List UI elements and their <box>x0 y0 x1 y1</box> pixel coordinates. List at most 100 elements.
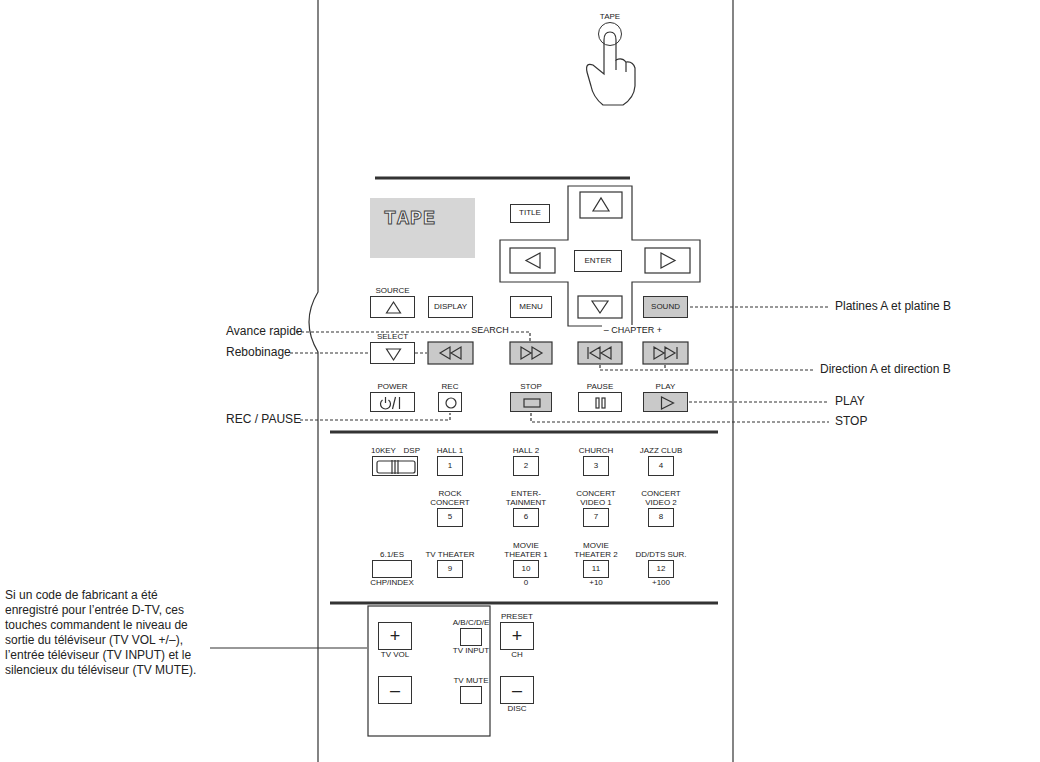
arrow-symbol <box>526 253 540 268</box>
leader-line <box>689 401 829 402</box>
dpad-outline <box>500 186 700 326</box>
button-label: ENTER- TAINMENT <box>500 490 552 507</box>
button-text: MENU <box>519 303 543 311</box>
button-label: DD/DTS SUR. <box>635 551 687 559</box>
tv-vol-down-button: – <box>378 676 412 704</box>
stop-symbol <box>511 393 553 413</box>
button-text: + <box>390 627 401 646</box>
button-label: MOVIE THEATER 1 <box>500 542 552 559</box>
callout-label: Avance rapide <box>226 324 303 339</box>
button-text: 9 <box>448 565 452 573</box>
divider <box>330 431 718 434</box>
button-label: +10 <box>589 579 603 587</box>
number-button: ENTER- TAINMENT6 <box>513 508 539 527</box>
tv-mute-button: TV MUTE <box>460 686 482 704</box>
display-button: DISPLAY <box>428 296 473 318</box>
button-label: A/B/C/D/E <box>453 619 489 627</box>
button-text: – <box>390 681 400 700</box>
button-text: 12 <box>657 565 666 573</box>
button-label: POWER <box>377 383 407 391</box>
number-button: DD/DTS SUR.12+100 <box>648 560 674 578</box>
number-button: HALL 22 <box>513 456 539 476</box>
down-symbol <box>371 343 416 365</box>
tape-button: TAPE <box>598 22 622 46</box>
up-button <box>580 192 622 218</box>
button-text: 8 <box>659 513 663 521</box>
right-button <box>645 248 690 273</box>
button-text: SOUND <box>651 303 680 311</box>
number-button: MOVIE THEATER 211+10 <box>583 560 609 578</box>
play-symbol <box>644 393 689 413</box>
remote-outline <box>732 0 733 762</box>
button-text: 4 <box>659 462 663 470</box>
callout-label: Rebobinage <box>226 345 291 360</box>
group-label: SEARCH <box>469 325 511 336</box>
chapter-next-button <box>643 342 688 364</box>
button-text: 5 <box>448 513 452 521</box>
button-label: 10KEY <box>371 447 396 455</box>
button-label: MOVIE THEATER 2 <box>570 542 622 559</box>
tv-vol-up-button: +TV VOL <box>378 622 412 650</box>
number-button: HALL 11 <box>437 456 463 476</box>
button-label: CHP/INDEX <box>370 579 414 587</box>
leader-line <box>600 365 815 370</box>
button-label: TAPE <box>600 13 620 21</box>
button-label: TV VOL <box>381 651 409 659</box>
callout-label: REC / PAUSE <box>226 412 301 427</box>
button-text: 1 <box>448 462 452 470</box>
button-label: JAZZ CLUB <box>640 447 683 455</box>
leader-line <box>210 647 367 648</box>
number-button: CHURCH3 <box>583 456 609 476</box>
source-up-button: SOURCE <box>370 296 415 318</box>
button-label: TV MUTE <box>453 677 488 685</box>
switch-symbol <box>373 457 419 477</box>
button-text: ENTER <box>584 257 611 265</box>
rec-button: REC <box>438 392 462 412</box>
button-label: CH <box>511 651 523 659</box>
stop-button: STOP <box>510 392 552 412</box>
button-label: PAUSE <box>587 383 614 391</box>
button-text: 11 <box>592 565 600 573</box>
button-label: TV THEATER <box>424 551 476 559</box>
lcd-display: TAPE <box>370 198 475 258</box>
button-text: + <box>512 627 523 646</box>
number-button: JAZZ CLUB4 <box>648 456 674 476</box>
arrow-symbol <box>593 198 609 211</box>
left-button <box>510 248 555 273</box>
number-button: TV THEATER9 <box>437 560 463 578</box>
button-label: 6.1/ES <box>380 551 404 559</box>
button-label: PLAY <box>656 383 676 391</box>
button-label: DISC <box>507 705 526 713</box>
button-label: SELECT <box>377 333 408 341</box>
button-text: 10 <box>522 565 531 573</box>
mode-switch: 10KEYDSP <box>372 456 418 476</box>
chapter-prev-button <box>578 342 622 364</box>
power-button: POWER <box>370 392 415 412</box>
rewind-symbol <box>440 347 461 359</box>
number-button: MOVIE THEATER 1100 <box>513 560 539 578</box>
button-label: PRESET <box>501 613 533 621</box>
rewind-button <box>428 342 473 364</box>
leader-lines <box>290 307 829 422</box>
menu-button: MENU <box>510 296 552 318</box>
pointing-hand <box>587 32 635 105</box>
callout-label: PLAY <box>835 394 865 409</box>
button-label: SOURCE <box>375 287 409 295</box>
divider <box>375 177 630 180</box>
button-text: DISPLAY <box>434 303 467 311</box>
divider <box>330 602 718 605</box>
arrow-symbol <box>661 253 675 268</box>
chapter-next-symbol <box>654 347 677 359</box>
button-text: – <box>512 681 522 700</box>
button-label: REC <box>442 383 459 391</box>
button-label: 0 <box>524 579 528 587</box>
leader-line <box>300 413 450 420</box>
rec-symbol <box>439 393 463 413</box>
button-label: STOP <box>520 383 542 391</box>
play-button: PLAY <box>643 392 688 412</box>
pause-symbol <box>579 393 623 413</box>
title-button: TITLE <box>510 204 550 223</box>
button-label: HALL 1 <box>437 447 463 455</box>
number-button: CONCERT VIDEO 17 <box>583 508 609 527</box>
up-symbol <box>371 297 416 319</box>
